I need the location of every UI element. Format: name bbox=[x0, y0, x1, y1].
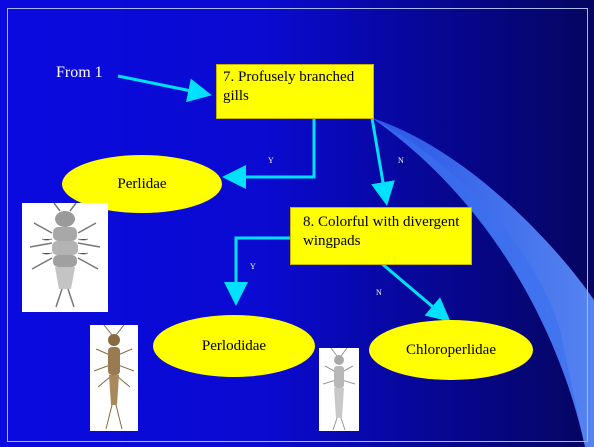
edge-label-n2: N bbox=[376, 288, 382, 297]
node-8-text: 8. Colorful with divergent wingpads bbox=[303, 214, 459, 249]
perlodidae-nymph-image bbox=[90, 325, 138, 431]
node-7-text: 7. Profusely branched gills bbox=[223, 69, 354, 104]
arrow-yes-perlodidae bbox=[236, 238, 290, 300]
arrow-no-node8 bbox=[372, 118, 386, 200]
arrow-from-1 bbox=[118, 76, 206, 94]
perlidae-nymph-image bbox=[22, 203, 108, 312]
node-chloroperlidae: Chloroperlidae bbox=[369, 320, 533, 380]
edge-label-n1: N bbox=[398, 156, 404, 165]
arrow-yes-perlidae bbox=[228, 118, 314, 177]
perlodidae-label: Perlodidae bbox=[202, 338, 266, 355]
chloroperlidae-label: Chloroperlidae bbox=[406, 342, 496, 359]
node-7: 7. Profusely branched gills bbox=[216, 64, 374, 119]
perlidae-label: Perlidae bbox=[117, 176, 166, 193]
node-perlodidae: Perlodidae bbox=[153, 315, 315, 377]
from-label: From 1 bbox=[56, 64, 103, 82]
chloroperlidae-nymph-image bbox=[319, 348, 359, 431]
arrow-no-chloroperlidae bbox=[380, 262, 446, 318]
node-8: 8. Colorful with divergent wingpads bbox=[290, 207, 472, 265]
edge-label-y1: Y bbox=[268, 156, 274, 165]
edge-label-y2: Y bbox=[250, 262, 256, 271]
